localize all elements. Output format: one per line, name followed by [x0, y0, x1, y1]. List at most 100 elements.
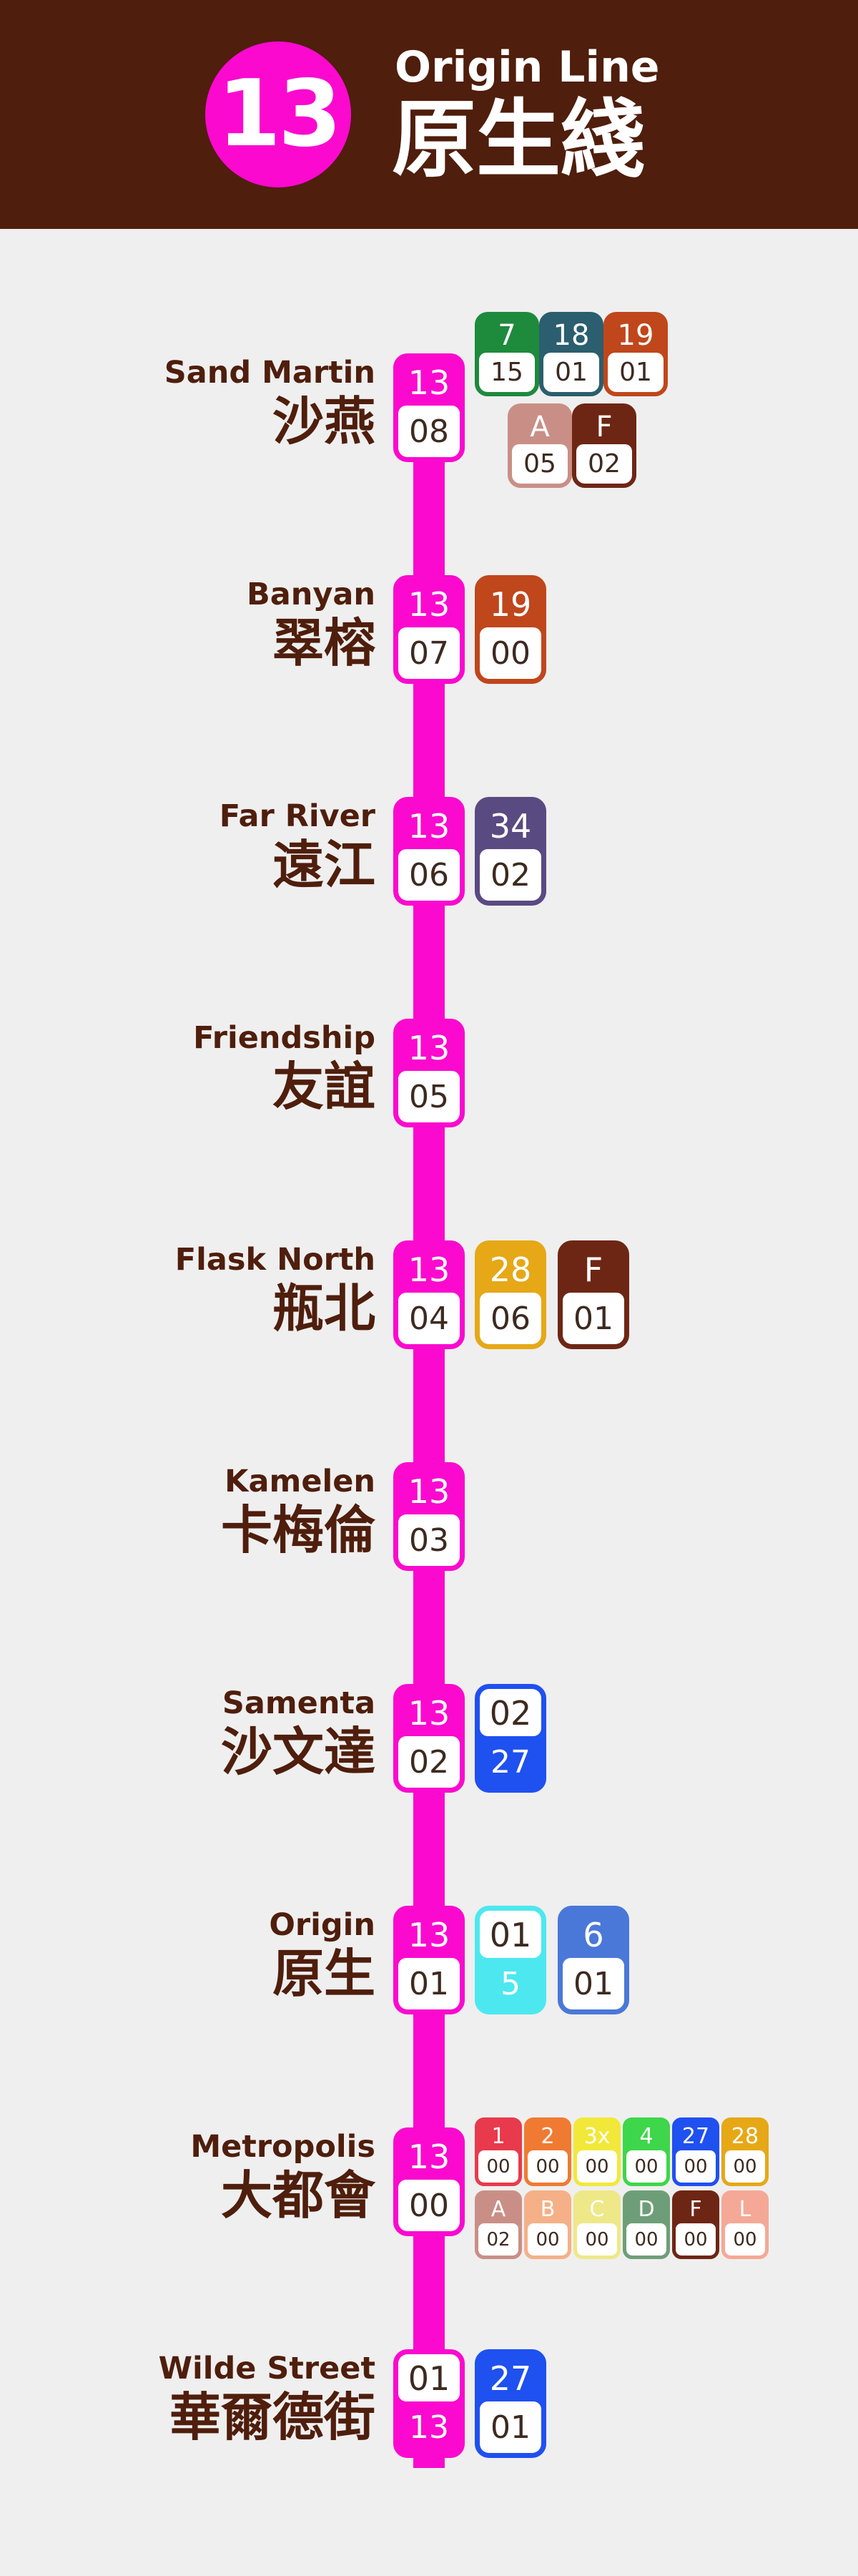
- badge-station-code: 00: [626, 2223, 666, 2256]
- badge-line-number: 19: [617, 319, 654, 352]
- badge-line-number: 13: [408, 363, 450, 402]
- station-name-zh: 友誼: [272, 1056, 375, 1117]
- badge-line-number: 7: [498, 319, 516, 352]
- station-name-zh: 遠江: [272, 834, 375, 895]
- badge-line-number: F: [689, 2197, 702, 2222]
- station-name-en: Origin: [269, 1907, 375, 1943]
- station-name-zh: 華爾德街: [169, 2386, 375, 2447]
- station-name-en: Samenta: [222, 1685, 375, 1721]
- badge-station-code: 00: [676, 2150, 716, 2183]
- badge-line-number: 01: [398, 2354, 460, 2402]
- station-name-en: Flask North: [174, 1242, 375, 1278]
- badge-station-code: 15: [479, 352, 535, 392]
- badge-station-code: 01: [398, 1958, 460, 2009]
- line-name-en: Origin Line: [395, 42, 660, 92]
- badge-station-code: 5: [500, 1966, 521, 2003]
- badge-line-number: 13: [408, 1472, 450, 1511]
- badge-line-number: 18: [553, 319, 590, 352]
- badge-station-code: 00: [528, 2223, 568, 2256]
- badge-line-number: A: [530, 411, 550, 444]
- transfer-badge: F 01: [558, 1240, 629, 1349]
- badge-station-code: 00: [480, 627, 541, 679]
- station-name-en: Sand Martin: [164, 355, 375, 391]
- badge-line-number: 34: [489, 807, 532, 846]
- station-name-zh: 翠榕: [272, 612, 375, 673]
- badge-station-code: 00: [478, 2150, 518, 2183]
- station-name-en: Far River: [219, 798, 375, 834]
- station-name-en: Kamelen: [225, 1464, 375, 1499]
- badge-line-number: B: [540, 2197, 556, 2222]
- badge-line-number: 13: [408, 2137, 450, 2176]
- badge-station-code: 01: [563, 1293, 624, 1344]
- station-name-zh: 大都會: [220, 2165, 375, 2225]
- badge-station-code: 05: [398, 1071, 460, 1122]
- badge-line-number: 27: [681, 2124, 710, 2149]
- badge-station-code: 01: [543, 352, 599, 392]
- badge-station-code: 01: [480, 2401, 541, 2453]
- header-bar: 13 Origin Line 原生綫: [0, 0, 858, 229]
- badge-line-number: 27: [489, 2359, 532, 2398]
- badge-line-number: 13: [408, 1250, 450, 1289]
- station-name-en: Wilde Street: [158, 2351, 375, 2386]
- badge-station-code: 01: [608, 352, 664, 392]
- badge-line-number: D: [638, 2197, 655, 2222]
- badge-station-code: 03: [398, 1514, 460, 1566]
- badge-line-number: 19: [489, 585, 532, 624]
- badge-line-number: L: [739, 2197, 751, 2222]
- badge-station-code: 00: [676, 2223, 716, 2256]
- line-track: [413, 358, 445, 2468]
- badge-station-code: 06: [398, 849, 460, 901]
- station-name-en: Banyan: [246, 577, 375, 612]
- badge-station-code: 00: [725, 2223, 765, 2256]
- station-name-zh: 沙文達: [220, 1721, 375, 1782]
- badge-station-code: 13: [409, 2409, 449, 2447]
- line-number-badge: 13: [205, 41, 351, 187]
- line-name-zh: 原生綫: [392, 89, 646, 189]
- station-name-zh: 瓶北: [272, 1278, 375, 1338]
- badge-line-number: 6: [583, 1916, 604, 1954]
- badge-line-number: C: [589, 2197, 605, 2222]
- station-name-zh: 原生: [272, 1943, 375, 2004]
- badge-station-code: 06: [480, 1293, 541, 1344]
- badge-station-code: 02: [478, 2223, 518, 2256]
- badge-station-code: 00: [528, 2150, 568, 2183]
- badge-line-number: 13: [408, 1916, 450, 1954]
- badge-line-number: 13: [408, 1694, 450, 1733]
- badge-station-code: 08: [398, 406, 460, 457]
- badge-station-code: 00: [626, 2150, 666, 2183]
- badge-station-code: 00: [577, 2150, 617, 2183]
- station-name-zh: 卡梅倫: [220, 1499, 375, 1560]
- badge-line-number: F: [583, 1250, 603, 1289]
- badge-line-number: A: [490, 2197, 506, 2222]
